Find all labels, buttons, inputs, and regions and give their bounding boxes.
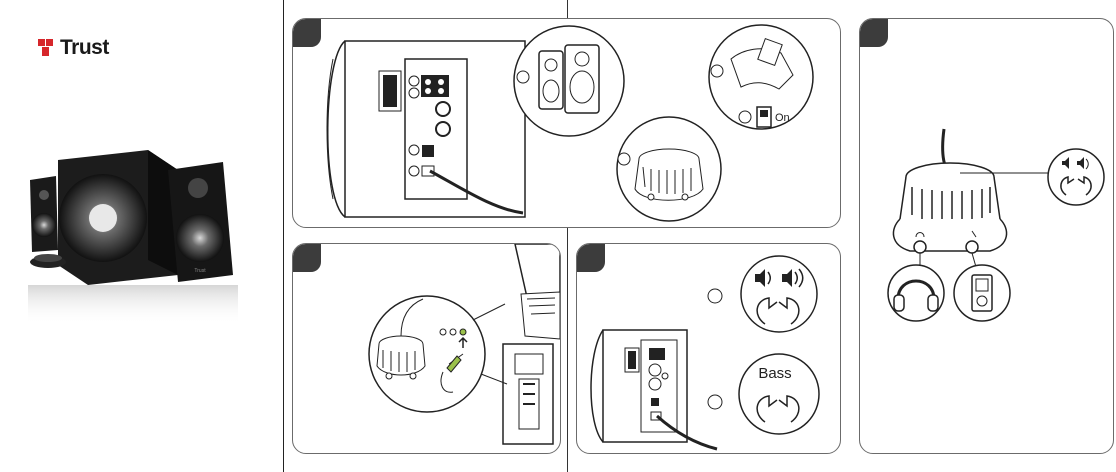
step-2-box: 2: [292, 243, 561, 454]
step-1-box: 1: [292, 18, 841, 228]
step-4-box: 4: [859, 18, 1114, 454]
step-1-badge: 1: [293, 19, 321, 47]
power-on-label: On: [775, 112, 790, 124]
step-3-badge: 3: [577, 244, 605, 272]
bass-label: Bass: [758, 365, 791, 382]
step-2-illustration: [293, 244, 560, 453]
step-1-illustration: On: [293, 19, 840, 227]
trust-logo-mark: [38, 39, 58, 57]
speaker-set-photo: Trust: [18, 140, 258, 330]
step-3-illustration: Bass: [577, 244, 840, 453]
step-4-badge: 4: [860, 19, 888, 47]
step-3-box: 3 Bass: [576, 243, 841, 454]
svg-text:Trust: Trust: [194, 268, 206, 274]
cover-panel: Trust Trust: [0, 0, 284, 472]
step-4-illustration: [860, 19, 1113, 453]
step-2-badge: 2: [293, 244, 321, 272]
brand-logo: Trust: [38, 36, 109, 60]
brand-name: Trust: [60, 36, 109, 60]
